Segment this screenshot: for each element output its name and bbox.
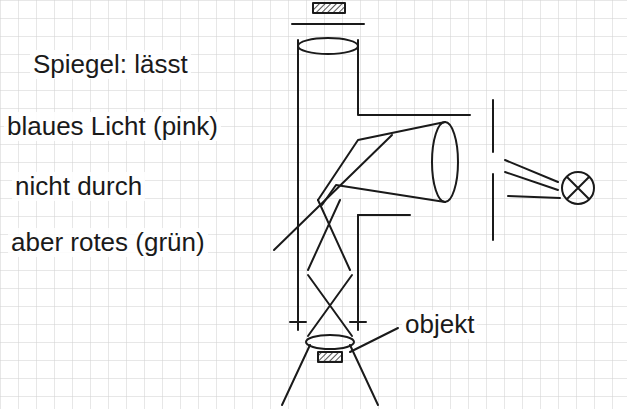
light-ray [322,185,445,205]
sensor-line [292,23,364,25]
light-ray [308,275,352,336]
objective-lens [306,335,354,349]
lamp-symbol [567,177,589,199]
tube-wall [357,215,359,330]
tube-wall [358,40,470,115]
lamp-symbol [562,172,594,204]
tube-ticks [290,321,366,323]
aperture-slit [492,100,494,240]
lamp-rays [505,160,560,198]
object-sample [318,352,342,362]
part-label: objekt [402,310,477,339]
sensor-block [313,3,345,13]
note-text: blaues Licht (pink) [4,112,221,141]
note-text: Spiegel: lässt [30,50,191,79]
condenser-lens [432,122,458,202]
ocular-lens [298,38,358,54]
note-text: nicht durch [12,172,145,201]
light-ray [282,345,378,405]
leader-line [350,328,398,352]
branch-wall [358,214,410,216]
mirror-line [274,135,392,250]
tube-wall [297,40,299,330]
note-text: aber rotes (grün) [8,228,208,257]
